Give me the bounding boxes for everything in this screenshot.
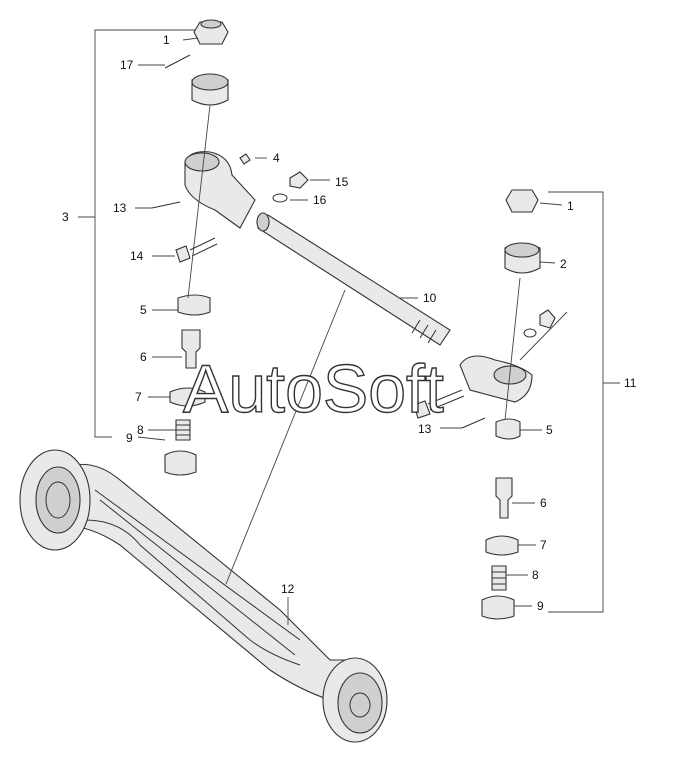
callout-1: 1 (163, 33, 170, 47)
left-leader-lines (135, 37, 418, 625)
watermark-text: AutoSoft (183, 351, 444, 427)
callout-9: 9 (537, 599, 544, 613)
callout-1: 1 (567, 199, 574, 213)
right-tie-rod-end (413, 189, 556, 620)
front-axle-beam (19, 449, 388, 743)
callout-14: 14 (130, 249, 144, 263)
group-3-bracket (78, 29, 200, 438)
right-callout-labels: 1 2 13 5 6 7 8 9 11 (418, 199, 637, 613)
callout-13: 13 (418, 422, 432, 436)
group-11-bracket (548, 191, 620, 613)
callout-8: 8 (137, 423, 144, 437)
callout-16: 16 (313, 193, 327, 207)
callout-12: 12 (281, 582, 295, 596)
callout-4: 4 (273, 151, 280, 165)
callout-17: 17 (120, 58, 134, 72)
callout-6: 6 (140, 350, 147, 364)
right-leader-lines (440, 202, 568, 607)
callout-5: 5 (140, 303, 147, 317)
left-callout-labels: 1 17 4 15 16 13 14 5 6 7 8 9 3 (62, 33, 349, 445)
callout-2: 2 (560, 257, 567, 271)
callout-9: 9 (126, 431, 133, 445)
callout-7: 7 (540, 538, 547, 552)
callout-3: 3 (62, 210, 69, 224)
callout-10: 10 (423, 291, 437, 305)
callout-5: 5 (546, 423, 553, 437)
callout-7: 7 (135, 390, 142, 404)
callout-13: 13 (113, 201, 127, 215)
callout-8: 8 (532, 568, 539, 582)
tie-rod-tube (256, 212, 451, 346)
callout-6: 6 (540, 496, 547, 510)
callout-11: 11 (624, 376, 637, 390)
callout-15: 15 (335, 175, 349, 189)
